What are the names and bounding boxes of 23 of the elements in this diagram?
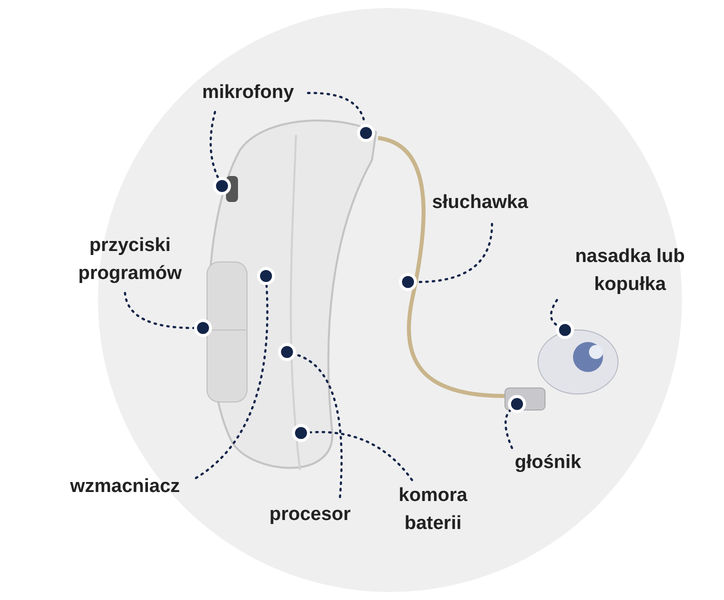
leader-line — [504, 409, 514, 450]
marker-dot — [257, 267, 275, 285]
part-label: komora baterii — [378, 482, 488, 538]
leader-line — [294, 353, 343, 498]
marker-dot — [194, 319, 212, 337]
leader-line — [210, 110, 220, 179]
marker-dot — [357, 124, 375, 142]
part-label: mikrofony — [202, 79, 294, 107]
marker-dot — [508, 395, 526, 413]
marker-dot — [399, 273, 417, 291]
part-label: nasadka lub kopułka — [555, 243, 705, 299]
part-label: przyciski programów — [55, 232, 205, 288]
leader-line — [124, 292, 196, 330]
marker-dot — [278, 343, 296, 361]
part-label: wzmacniacz — [70, 473, 180, 501]
marker-dot — [213, 177, 231, 195]
part-label: słuchawka — [432, 189, 528, 217]
part-label: głośnik — [514, 449, 582, 477]
leader-line — [308, 430, 414, 482]
leader-line — [194, 284, 268, 480]
part-label: procesor — [269, 501, 351, 529]
marker-dot — [556, 321, 574, 339]
marker-dot — [292, 424, 310, 442]
